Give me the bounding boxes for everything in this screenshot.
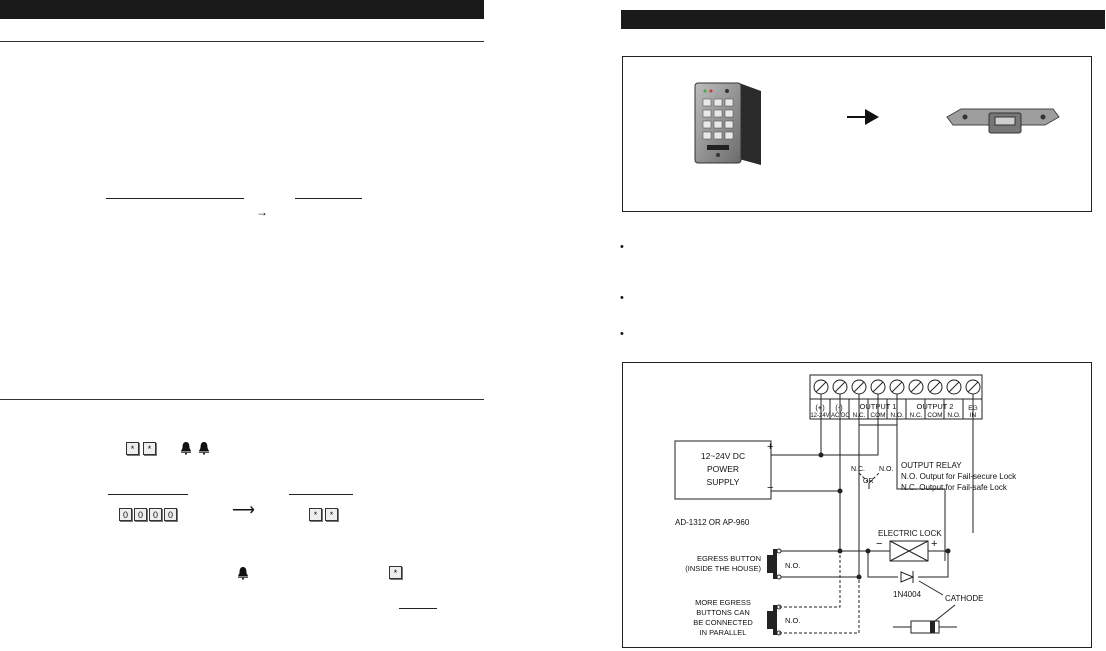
terminal-plus-label: (+) [815,403,825,412]
left-section-rule-2 [0,399,484,400]
power-minus-sign: − [767,482,773,494]
terminal-nc2: N.C. [910,412,923,419]
power-supply-line3: SUPPLY [707,477,740,487]
key-star-4: * [325,508,338,521]
power-supply-box [674,440,772,500]
terminal-block [809,374,983,420]
egress2-line3: BE CONNECTED [693,618,753,627]
egress2-line4: IN PARALLEL [700,628,747,637]
diode-symbol [900,571,915,583]
key-zero-3: 0 [149,508,162,521]
power-supply-model: AD-1312 OR AP-960 [675,518,750,527]
left-section-rule-1 [0,41,484,42]
electric-strike-image [946,108,1060,134]
egress-button-2 [767,604,782,636]
wiring-diagram: (+) (-) 12-24V AC/DC OUTPUT 1 OUTPUT 2 N… [674,374,1017,637]
diode-label: 1N4004 [893,590,922,599]
relay-no-label: N.O. [879,466,893,473]
keypad-device-image [694,82,761,165]
left-header-bar [0,0,484,19]
power-supply-line1: 12~24V DC [701,451,745,461]
key-star-1: * [126,442,139,455]
egress2-line2: BUTTONS CAN [696,608,750,617]
wiring-diagram-frame: (+) (-) 12-24V AC/DC OUTPUT 1 OUTPUT 2 N… [622,362,1092,648]
egress-button-1 [767,548,782,580]
left-underline-4 [289,494,353,495]
egress2-line1: MORE EGRESS [695,598,751,607]
egress2-no-label: N.O. [785,616,800,625]
egress1-line1: EGRESS BUTTON [697,554,761,563]
power-supply-line2: POWER [707,464,739,474]
terminal-no2: N.O. [947,412,961,419]
terminal-voltage-label: 12-24V AC/DC [810,413,850,419]
egress1-line2: (INSIDE THE HOUSE) [685,564,761,573]
cathode-label: CATHODE [945,594,984,603]
relay-or-label: OR [863,478,874,485]
key-star-2: * [143,442,156,455]
key-zero-4: 0 [164,508,177,521]
relay-line2: N.C. Output for Fail-safe Lock [901,483,1008,492]
relay-nc-label: N.C. [851,466,865,473]
arrow-icon [847,109,879,125]
lock-plus-sign: + [931,538,937,550]
left-underline-3 [108,494,188,495]
left-arrow-icon: → [256,205,268,219]
key-star-5: * [389,566,402,579]
product-photo-frame [622,56,1092,212]
right-header-bar [621,10,1105,29]
left-underline-5 [399,608,437,609]
bullet-2: • [620,292,624,304]
lock-title: ELECTRIC LOCK [878,529,942,538]
lock-minus-sign: − [876,538,882,550]
key-zero-2: 0 [134,508,147,521]
key-star-3: * [309,508,322,521]
bell-icon [199,442,209,455]
diode-closeup [893,620,957,634]
power-plus-sign: + [767,441,773,453]
terminal-com2: COM [927,412,942,419]
relay-title: OUTPUT RELAY [901,461,962,470]
key-zero-1: 0 [119,508,132,521]
left-arrow-icon-2: ⟶ [232,502,255,519]
terminal-minus-label: (-) [835,403,843,412]
relay-line1: N.O. Output for Fail-secure Lock [901,472,1017,481]
egress1-no-label: N.O. [785,561,800,570]
bullet-3: • [620,328,624,340]
output2-label: OUTPUT 2 [917,402,954,411]
bell-icon [238,567,248,580]
left-underline-1 [106,198,244,199]
bullet-1: • [620,241,624,253]
left-underline-2 [295,198,362,199]
bell-icon [181,442,191,455]
